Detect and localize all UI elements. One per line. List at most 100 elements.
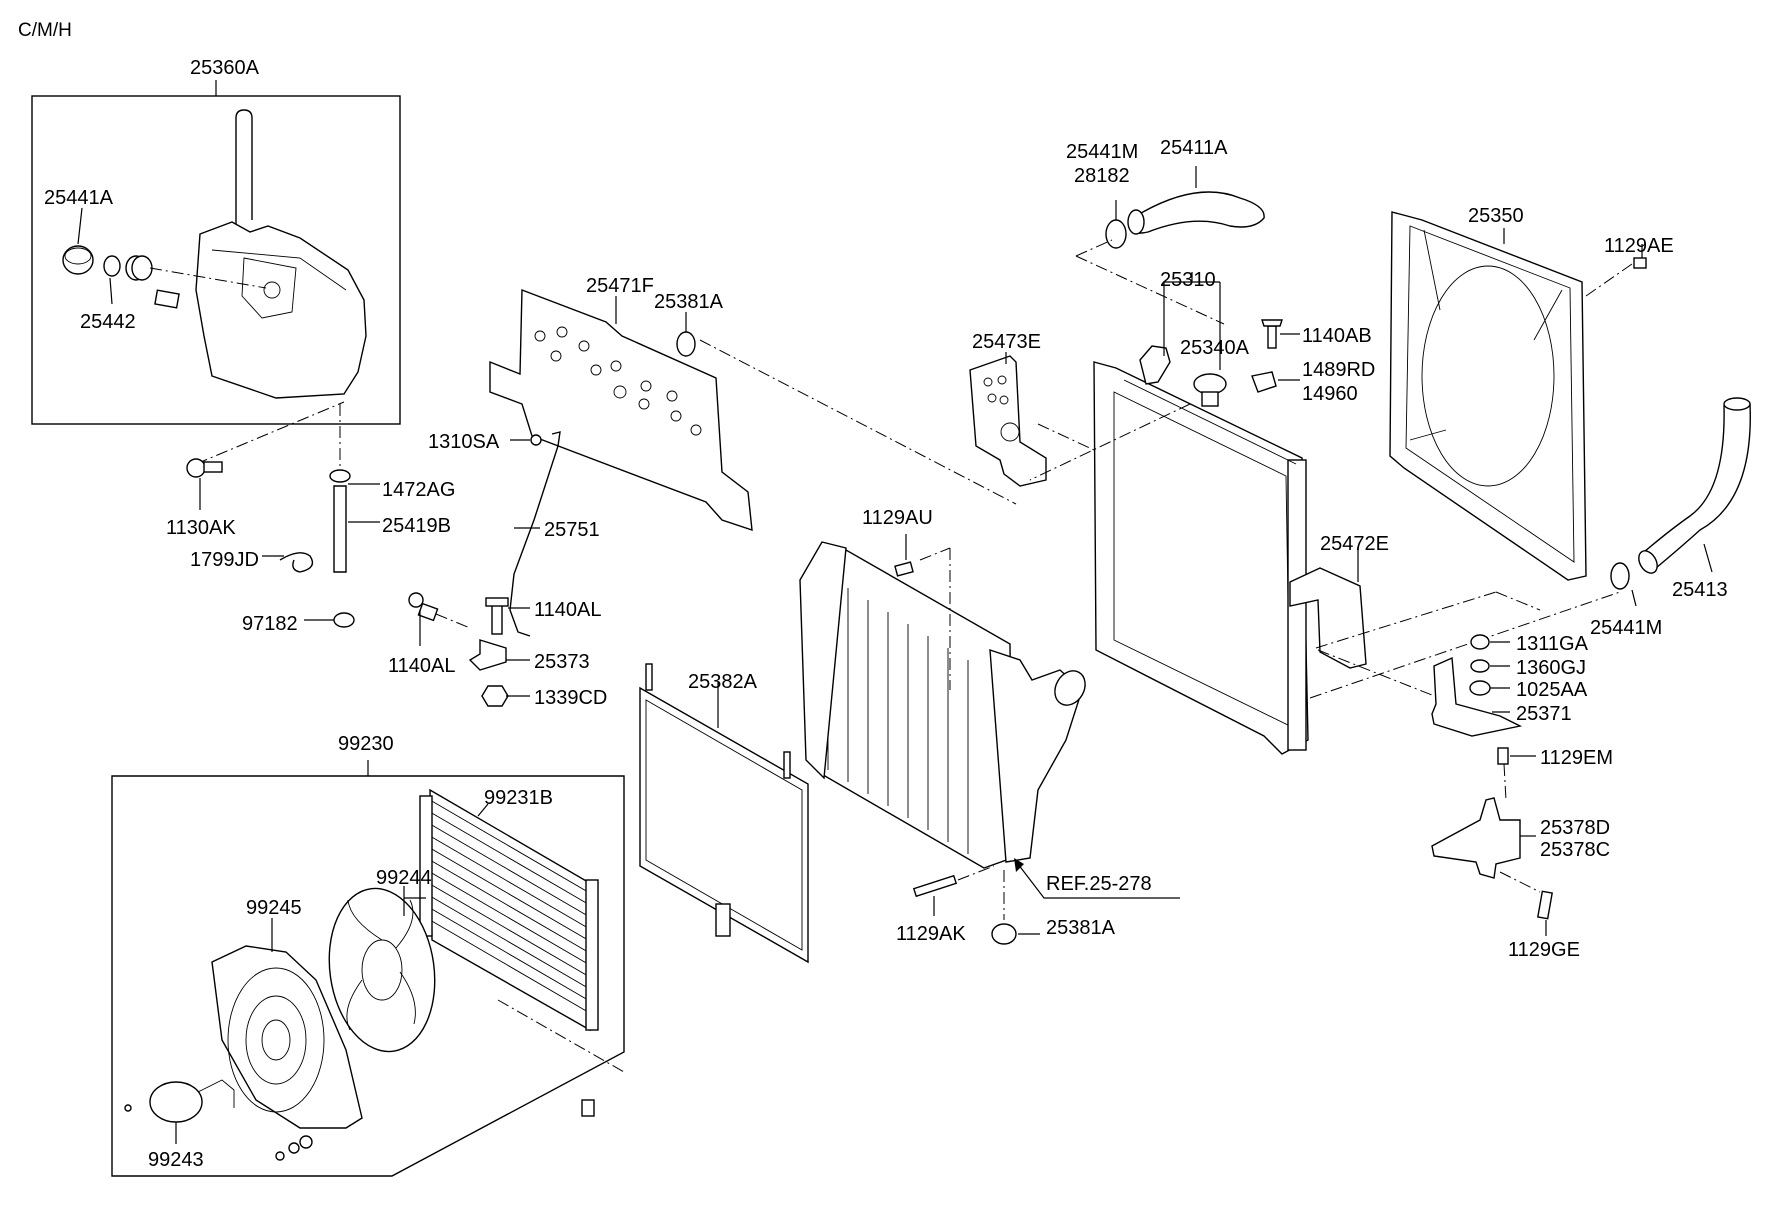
intercooler-core bbox=[817, 549, 1013, 869]
label-28182: 28182 bbox=[1074, 165, 1130, 187]
bolt-1130AK bbox=[186, 458, 223, 478]
clamp-25441M-bottom bbox=[1610, 562, 1630, 590]
label-25350: 25350 bbox=[1468, 205, 1524, 227]
grommet-25381A bbox=[676, 331, 696, 357]
label-1130AK: 1130AK bbox=[166, 517, 236, 539]
label-25371: 25371 bbox=[1516, 703, 1572, 725]
label-1129EM: 1129EM bbox=[1540, 747, 1613, 769]
radiator-group bbox=[969, 166, 1621, 755]
label-25442: 25442 bbox=[80, 311, 136, 333]
label-25419B: 25419B bbox=[382, 515, 451, 537]
label-25472E: 25472E bbox=[1320, 533, 1389, 555]
stay-rod-25751 bbox=[509, 431, 561, 637]
washer-1025AA bbox=[1469, 680, 1491, 696]
nut-1310SA bbox=[530, 434, 542, 446]
label-25413: 25413 bbox=[1672, 579, 1728, 601]
cap-gasket bbox=[103, 255, 121, 277]
reservoir-cap bbox=[62, 245, 94, 275]
fan-shroud-99245 bbox=[211, 945, 363, 1129]
label-25473E: 25473E bbox=[972, 331, 1041, 353]
label-14960: 14960 bbox=[1302, 383, 1358, 405]
fan-shroud-group bbox=[1389, 211, 1751, 607]
reservoir-tank-group bbox=[31, 80, 401, 628]
bolt-1129AK bbox=[912, 874, 958, 898]
label-25340A: 25340A bbox=[1180, 337, 1250, 359]
hose-25419B bbox=[333, 485, 347, 573]
label-97182: 97182 bbox=[242, 613, 298, 635]
label-1489RD: 1489RD bbox=[1302, 359, 1375, 381]
label-25381A-top: 25381A bbox=[654, 291, 724, 313]
washer-1360GJ bbox=[1470, 659, 1490, 673]
reservoir-tank bbox=[195, 221, 367, 399]
label-25310: 25310 bbox=[1160, 269, 1216, 291]
label-1310SA: 1310SA bbox=[428, 431, 500, 453]
bolt-1129GE bbox=[1537, 890, 1553, 920]
label-25381A-bottom: 25381A bbox=[1046, 917, 1116, 939]
shroud-bracket-25471F bbox=[489, 288, 753, 532]
bolt-1140AL-left bbox=[408, 592, 439, 622]
bracket-25472E bbox=[1289, 567, 1367, 669]
label-1129AK: 1129AK bbox=[896, 923, 966, 945]
clamp-1472AG bbox=[329, 469, 351, 483]
label-1129GE: 1129GE bbox=[1508, 939, 1580, 961]
bolt-1129EM bbox=[1497, 747, 1509, 765]
label-1472AG: 1472AG bbox=[382, 479, 455, 501]
condenser-module-group bbox=[111, 760, 625, 1177]
label-99245: 99245 bbox=[246, 897, 302, 919]
bolt-1140AL-right bbox=[485, 597, 509, 635]
label-1025AA: 1025AA bbox=[1516, 679, 1588, 701]
clip-97182 bbox=[333, 612, 355, 628]
label-99244: 99244 bbox=[376, 867, 432, 889]
bolt-condenser-mount bbox=[581, 1099, 595, 1117]
label-1140AB: 1140AB bbox=[1302, 325, 1372, 347]
label-25373: 25373 bbox=[534, 651, 590, 673]
grommet-25381A-bottom bbox=[991, 923, 1017, 945]
air-guide-screen-group bbox=[639, 663, 809, 964]
label-ref-25-278: REF.25-278 bbox=[1046, 873, 1152, 895]
label-25441M-top: 25441M bbox=[1066, 141, 1138, 163]
bracket-25473E bbox=[969, 355, 1047, 487]
label-1311GA: 1311GA bbox=[1516, 633, 1589, 655]
radiator-cap-25340A bbox=[1193, 373, 1227, 395]
condenser-module-box bbox=[111, 775, 625, 1177]
label-1129AE: 1129AE bbox=[1604, 235, 1674, 257]
washer-1311GA bbox=[1470, 634, 1490, 650]
lower-hose-25413 bbox=[1643, 401, 1751, 570]
label-99243: 99243 bbox=[148, 1149, 204, 1171]
nut-1339CD bbox=[481, 685, 509, 707]
label-1140AL-right: 1140AL bbox=[534, 599, 601, 621]
label-25360A: 25360A bbox=[190, 57, 260, 79]
label-25441M-bottom: 25441M bbox=[1590, 617, 1662, 639]
label-99230: 99230 bbox=[338, 733, 394, 755]
air-guide-screen-25382A bbox=[639, 686, 809, 964]
label-1339CD: 1339CD bbox=[534, 687, 607, 709]
intercooler-group bbox=[799, 534, 1180, 945]
clip-1489RD bbox=[1251, 371, 1277, 393]
bolt-1129AU bbox=[894, 561, 914, 577]
label-25411A: 25411A bbox=[1160, 137, 1228, 159]
label-1129AU: 1129AU bbox=[862, 507, 933, 529]
fan-shroud-25350 bbox=[1389, 211, 1587, 581]
bracket-25378D bbox=[1431, 797, 1521, 879]
label-1799JD: 1799JD bbox=[190, 549, 259, 571]
mount-group bbox=[1431, 634, 1553, 936]
label-25471F: 25471F bbox=[586, 275, 654, 297]
strap-1799JD bbox=[279, 552, 314, 573]
label-25378D: 25378D bbox=[1540, 817, 1610, 839]
radiator-25310 bbox=[1093, 361, 1309, 755]
header-code: C/M/H bbox=[18, 20, 72, 41]
label-1140AL-left: 1140AL bbox=[388, 655, 455, 677]
intercooler-left-tank bbox=[799, 541, 847, 780]
bracket-25373 bbox=[468, 639, 507, 671]
label-1360GJ: 1360GJ bbox=[1516, 657, 1586, 679]
bolt-1140AB bbox=[1267, 325, 1277, 349]
radiator-inlet-neck bbox=[1139, 345, 1171, 385]
callout-labels: 25360A 25441A 25442 1130AK 1472AG 25419B… bbox=[44, 57, 1728, 1171]
upper-bracket-group bbox=[408, 288, 1017, 707]
screen-tab bbox=[715, 903, 731, 937]
fan-motor-99243 bbox=[149, 1081, 203, 1123]
label-25382A: 25382A bbox=[688, 671, 758, 693]
label-plate bbox=[154, 289, 180, 309]
clamp-25441M-top bbox=[1105, 219, 1127, 249]
